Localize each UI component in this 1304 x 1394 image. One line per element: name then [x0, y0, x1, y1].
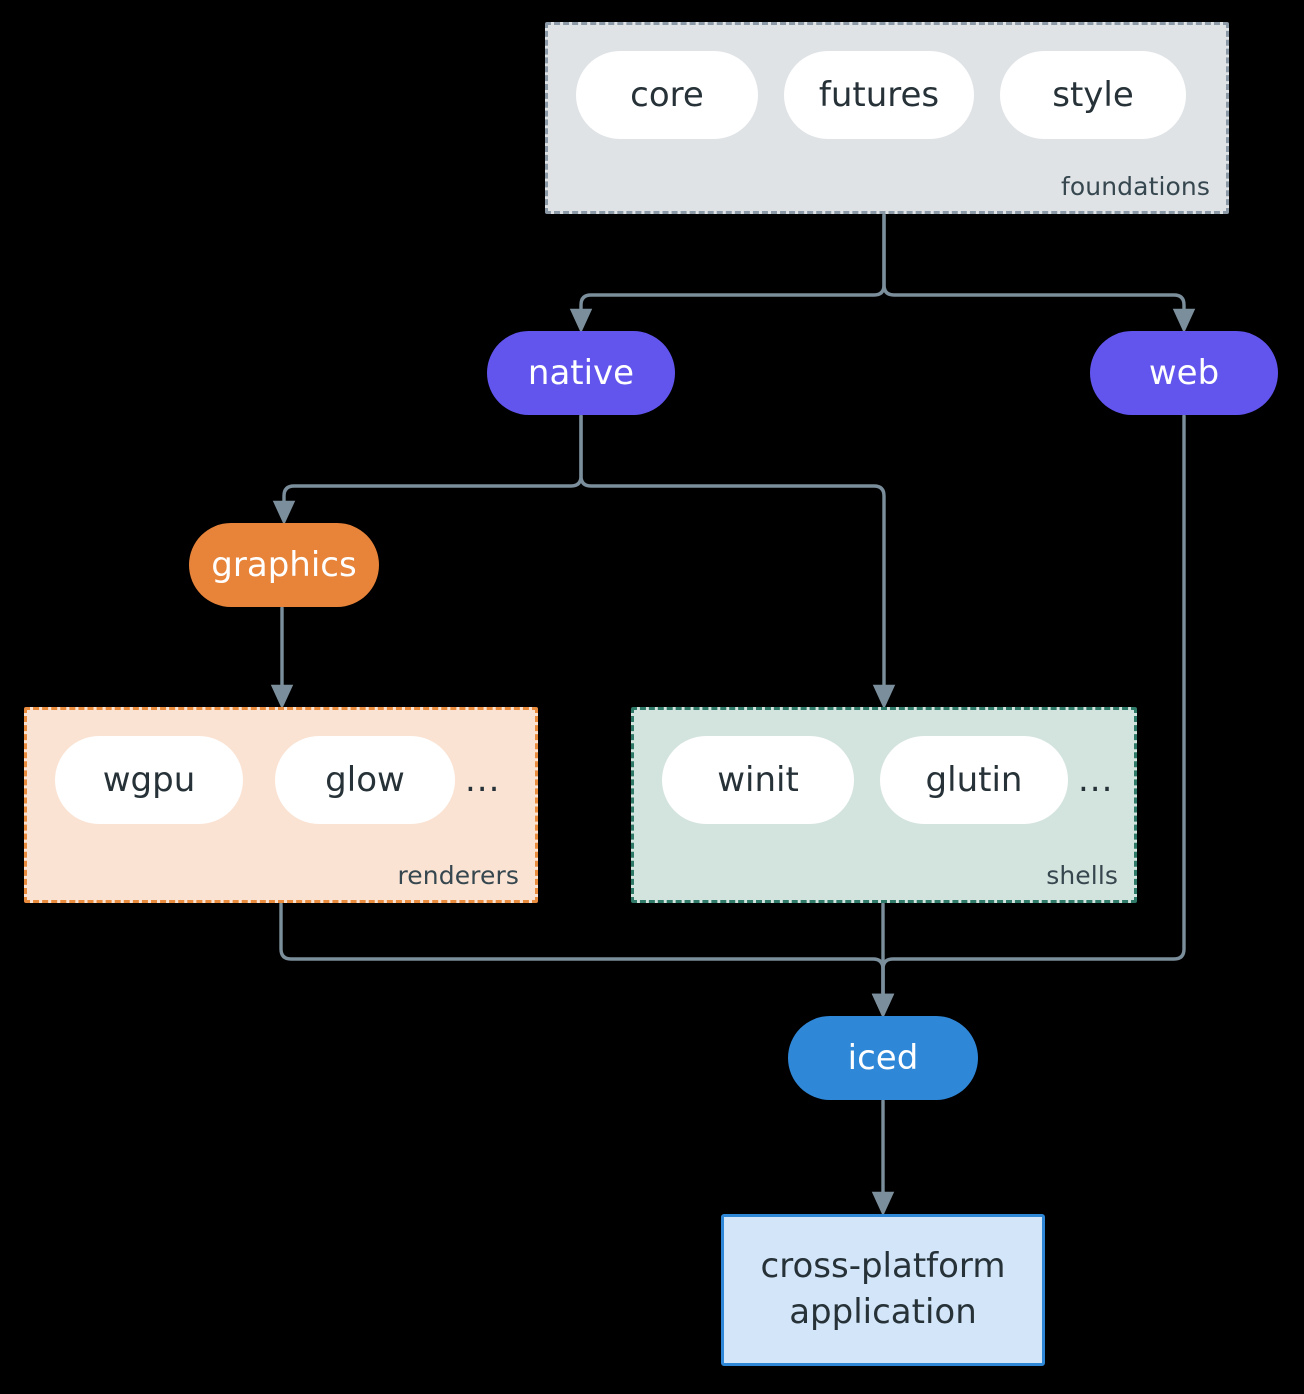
chip-wgpu[interactable]: wgpu — [55, 736, 243, 824]
group-label-renderers: renderers — [397, 861, 519, 890]
group-label-foundations: foundations — [1061, 172, 1210, 201]
group-renderers: wgpu glow ... renderers — [24, 707, 538, 903]
chip-style[interactable]: style — [1000, 51, 1186, 139]
chip-futures[interactable]: futures — [784, 51, 974, 139]
group-shells: winit glutin ... shells — [631, 707, 1137, 903]
chip-core[interactable]: core — [576, 51, 758, 139]
edge-foundations-web — [882, 213, 1196, 334]
app-label-line1: cross-platform — [760, 1246, 1006, 1287]
node-iced[interactable]: iced — [788, 1016, 978, 1100]
chip-ellipsis-shells: ... — [1078, 760, 1114, 800]
node-graphics[interactable]: graphics — [189, 523, 379, 607]
chip-glow[interactable]: glow — [275, 736, 455, 824]
edge-native-shells — [579, 414, 896, 710]
group-label-shells: shells — [1046, 861, 1118, 890]
chip-winit[interactable]: winit — [662, 736, 854, 824]
chip-glutin[interactable]: glutin — [880, 736, 1068, 824]
node-native[interactable]: native — [487, 331, 675, 415]
foundations-chip-list: core futures style — [576, 51, 1186, 139]
group-foundations: core futures style foundations — [545, 22, 1229, 214]
edge-native-graphics — [272, 414, 583, 526]
chip-ellipsis-renderers: ... — [465, 760, 501, 800]
app-label-line2: application — [789, 1292, 977, 1332]
node-cross-platform-application[interactable]: cross-platform application — [721, 1214, 1045, 1366]
edge-renderers-iced — [279, 902, 895, 1019]
edge-foundations-native — [569, 213, 886, 334]
shells-chip-list: winit glutin ... — [662, 736, 1123, 824]
node-web[interactable]: web — [1090, 331, 1278, 415]
renderers-chip-list: wgpu glow ... — [55, 736, 510, 824]
